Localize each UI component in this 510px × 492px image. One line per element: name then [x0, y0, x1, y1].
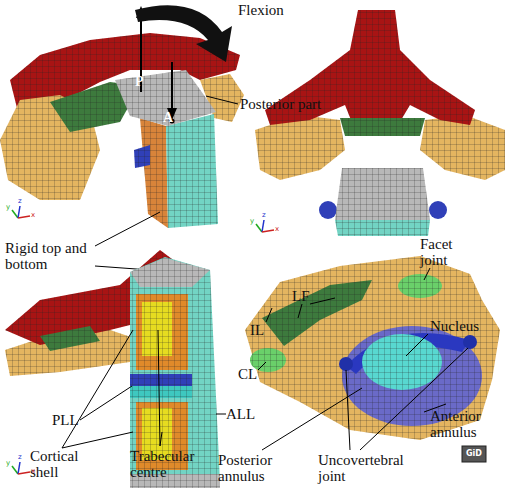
part-label: Anterior annulus [430, 408, 496, 440]
axis-letter: z [18, 454, 22, 461]
axis-letter: y [6, 204, 10, 211]
axis-letter: y [250, 218, 254, 225]
part-label: PLL [52, 412, 79, 428]
motion-label: Flexion [238, 2, 284, 18]
point-label: P [135, 75, 144, 89]
part-label: Facet joint [420, 236, 470, 268]
axis-letter: z [18, 198, 22, 205]
part-label: Uncovertebral joint [318, 452, 416, 484]
part-label: IL [250, 322, 264, 338]
part-label: Posterior annulus [218, 452, 290, 484]
part-label: Rigid top and bottom [5, 240, 105, 272]
logo-text: GiD [463, 449, 485, 459]
axis-letter: x [31, 212, 35, 219]
axis-letter: z [262, 212, 266, 219]
axis-letter: x [275, 226, 279, 233]
axis-letter: y [6, 460, 10, 467]
part-label: LF [292, 288, 310, 304]
part-label: Trabecular centre [130, 448, 210, 480]
part-label: Posterior part [240, 96, 321, 112]
part-label: ALL [226, 406, 255, 422]
part-label: Nucleus [430, 318, 479, 334]
part-label: CL [238, 366, 257, 382]
axis-letter: x [31, 468, 35, 475]
point-label: A [163, 111, 173, 125]
part-label: Cortical shell [30, 448, 90, 480]
